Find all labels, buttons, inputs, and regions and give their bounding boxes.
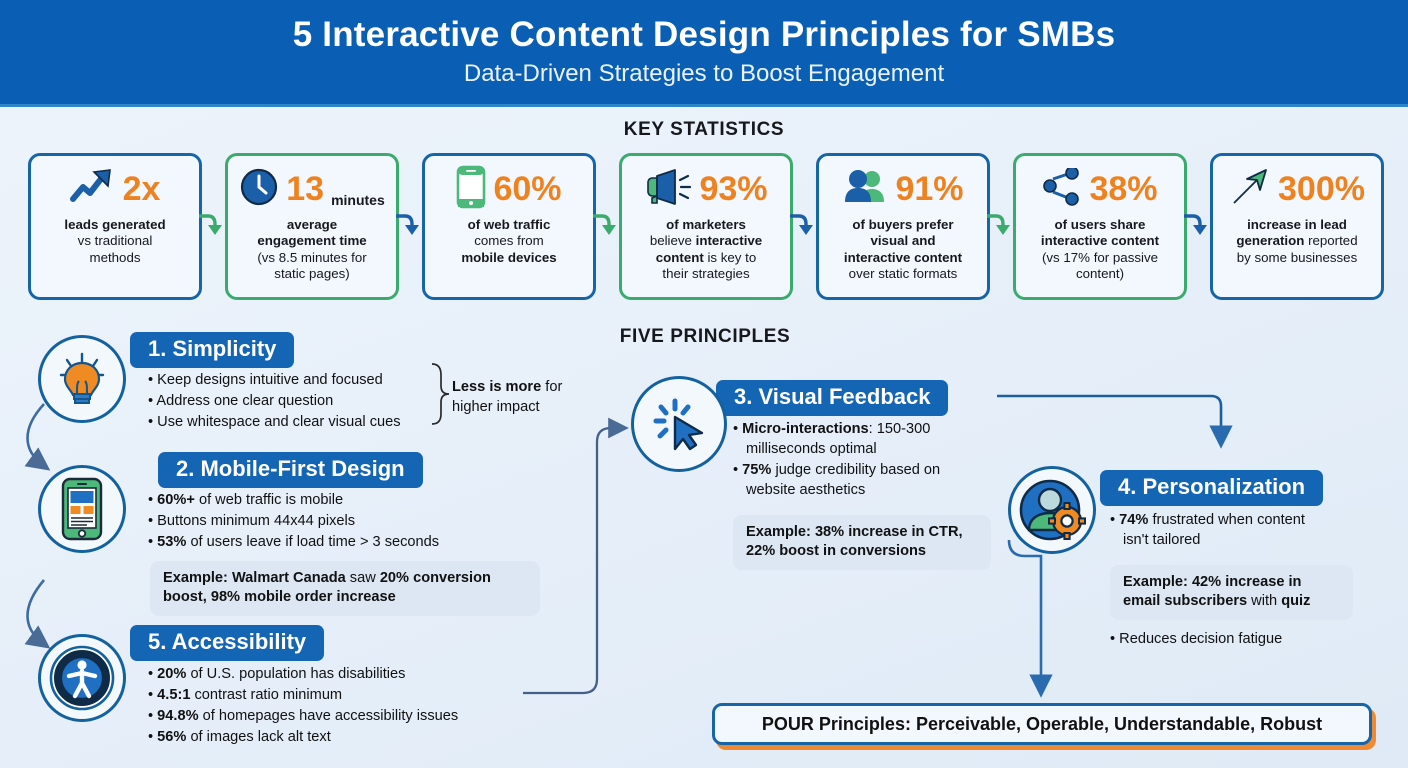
principle-bullets-after-personalization: Reduces decision fatigue xyxy=(1110,629,1390,650)
stat-headline: 13 minutes xyxy=(239,165,385,213)
simplicity-bullet: Use whitespace and clear visual cues xyxy=(148,412,438,432)
clock-icon xyxy=(239,167,279,212)
example-visual-feedback: Example: 38% increase in CTR,22% boost i… xyxy=(733,515,991,570)
flow-arrow-icon xyxy=(593,213,616,235)
mobile-first-bullet: 53% of users leave if load time > 3 seco… xyxy=(148,532,518,552)
stat-headline: 2x xyxy=(69,165,161,213)
stat-headline: 60% xyxy=(456,165,562,214)
stat-number: 93% xyxy=(699,170,768,208)
trending-up-icon xyxy=(69,167,116,212)
accessibility-bullet: 56% of images lack alt text xyxy=(148,727,548,747)
stat-headline: 38% xyxy=(1042,165,1158,213)
arrow-up-right-icon xyxy=(1229,166,1271,213)
principle-bullets-accessibility: 20% of U.S. population has disabilities4… xyxy=(148,664,548,749)
example-mobile-first-design: Example: Walmart Canada saw 20% conversi… xyxy=(150,561,540,616)
stat-number: 300% xyxy=(1278,170,1365,208)
principle-title-simplicity[interactable]: 1. Simplicity xyxy=(130,332,295,368)
principle-bullets-visual-feedback: Micro-interactions: 150-300milliseconds … xyxy=(733,419,1023,502)
stat-unit: minutes xyxy=(331,192,385,208)
flow-arrow-icon xyxy=(1184,213,1207,235)
flow-arrow-icon xyxy=(790,213,813,235)
stat-headline: 300% xyxy=(1229,165,1365,213)
megaphone-icon xyxy=(644,168,692,211)
flow-arrow-icon xyxy=(987,213,1010,235)
stat-number: 2x xyxy=(122,170,161,208)
smartphone-icon xyxy=(38,465,126,553)
key-statistics-heading: KEY STATISTICS xyxy=(623,119,785,140)
pour-principles-box[interactable]: POUR Principles: Perceivable, Operable, … xyxy=(712,703,1372,745)
stat-number: 13 xyxy=(286,170,325,208)
mobile-first-bullet: 60%+ of web traffic is mobile xyxy=(148,490,518,510)
five-principles-heading: FIVE PRINCIPLES xyxy=(619,326,791,347)
lightbulb-icon xyxy=(38,335,126,423)
page-header: 5 Interactive Content Design Principles … xyxy=(0,0,1408,107)
principle-title-visual-feedback[interactable]: 3. Visual Feedback xyxy=(716,380,949,416)
accessibility-icon xyxy=(38,634,126,722)
accessibility-bullet: 94.8% of homepages have accessibility is… xyxy=(148,706,548,726)
stat-number: 91% xyxy=(895,170,964,208)
share-icon xyxy=(1042,165,1082,211)
flow-arrow-icon xyxy=(199,213,222,235)
principle-title-personalization[interactable]: 4. Personalization xyxy=(1100,470,1324,506)
principle-bullets-simplicity: Keep designs intuitive and focusedAddres… xyxy=(148,370,438,433)
page-subtitle: Data-Driven Strategies to Boost Engageme… xyxy=(463,60,945,88)
simplicity-bullet: Address one clear question xyxy=(148,391,438,411)
mobile-phone-icon xyxy=(456,165,486,214)
people-icon xyxy=(842,168,888,211)
pour-principles-label: POUR Principles: Perceivable, Operable, … xyxy=(761,713,1323,734)
stat-number: 60% xyxy=(493,170,562,208)
principle-bullets-mobile-first-design: 60%+ of web traffic is mobileButtons min… xyxy=(148,490,518,553)
stat-headline: 91% xyxy=(842,165,964,213)
flow-arrow-icon xyxy=(396,213,419,235)
simplicity-bullet: Keep designs intuitive and focused xyxy=(148,370,438,390)
personalization-bullet: Reduces decision fatigue xyxy=(1110,629,1390,649)
click-cursor-icon xyxy=(631,376,727,472)
visual-feedback-bullet: Micro-interactions: 150-300milliseconds … xyxy=(733,419,1023,459)
stat-number: 38% xyxy=(1089,170,1158,208)
user-gear-icon xyxy=(1008,466,1096,554)
principle-title-accessibility[interactable]: 5. Accessibility xyxy=(130,625,325,661)
mobile-first-bullet: Buttons minimum 44x44 pixels xyxy=(148,511,518,531)
principle-title-mobile-first-design[interactable]: 2. Mobile-First Design xyxy=(158,452,423,488)
accessibility-bullet: 20% of U.S. population has disabilities xyxy=(148,664,548,684)
stat-headline: 93% xyxy=(644,165,768,213)
accessibility-bullet: 4.5:1 contrast ratio minimum xyxy=(148,685,548,705)
page-title: 5 Interactive Content Design Principles … xyxy=(292,14,1116,54)
